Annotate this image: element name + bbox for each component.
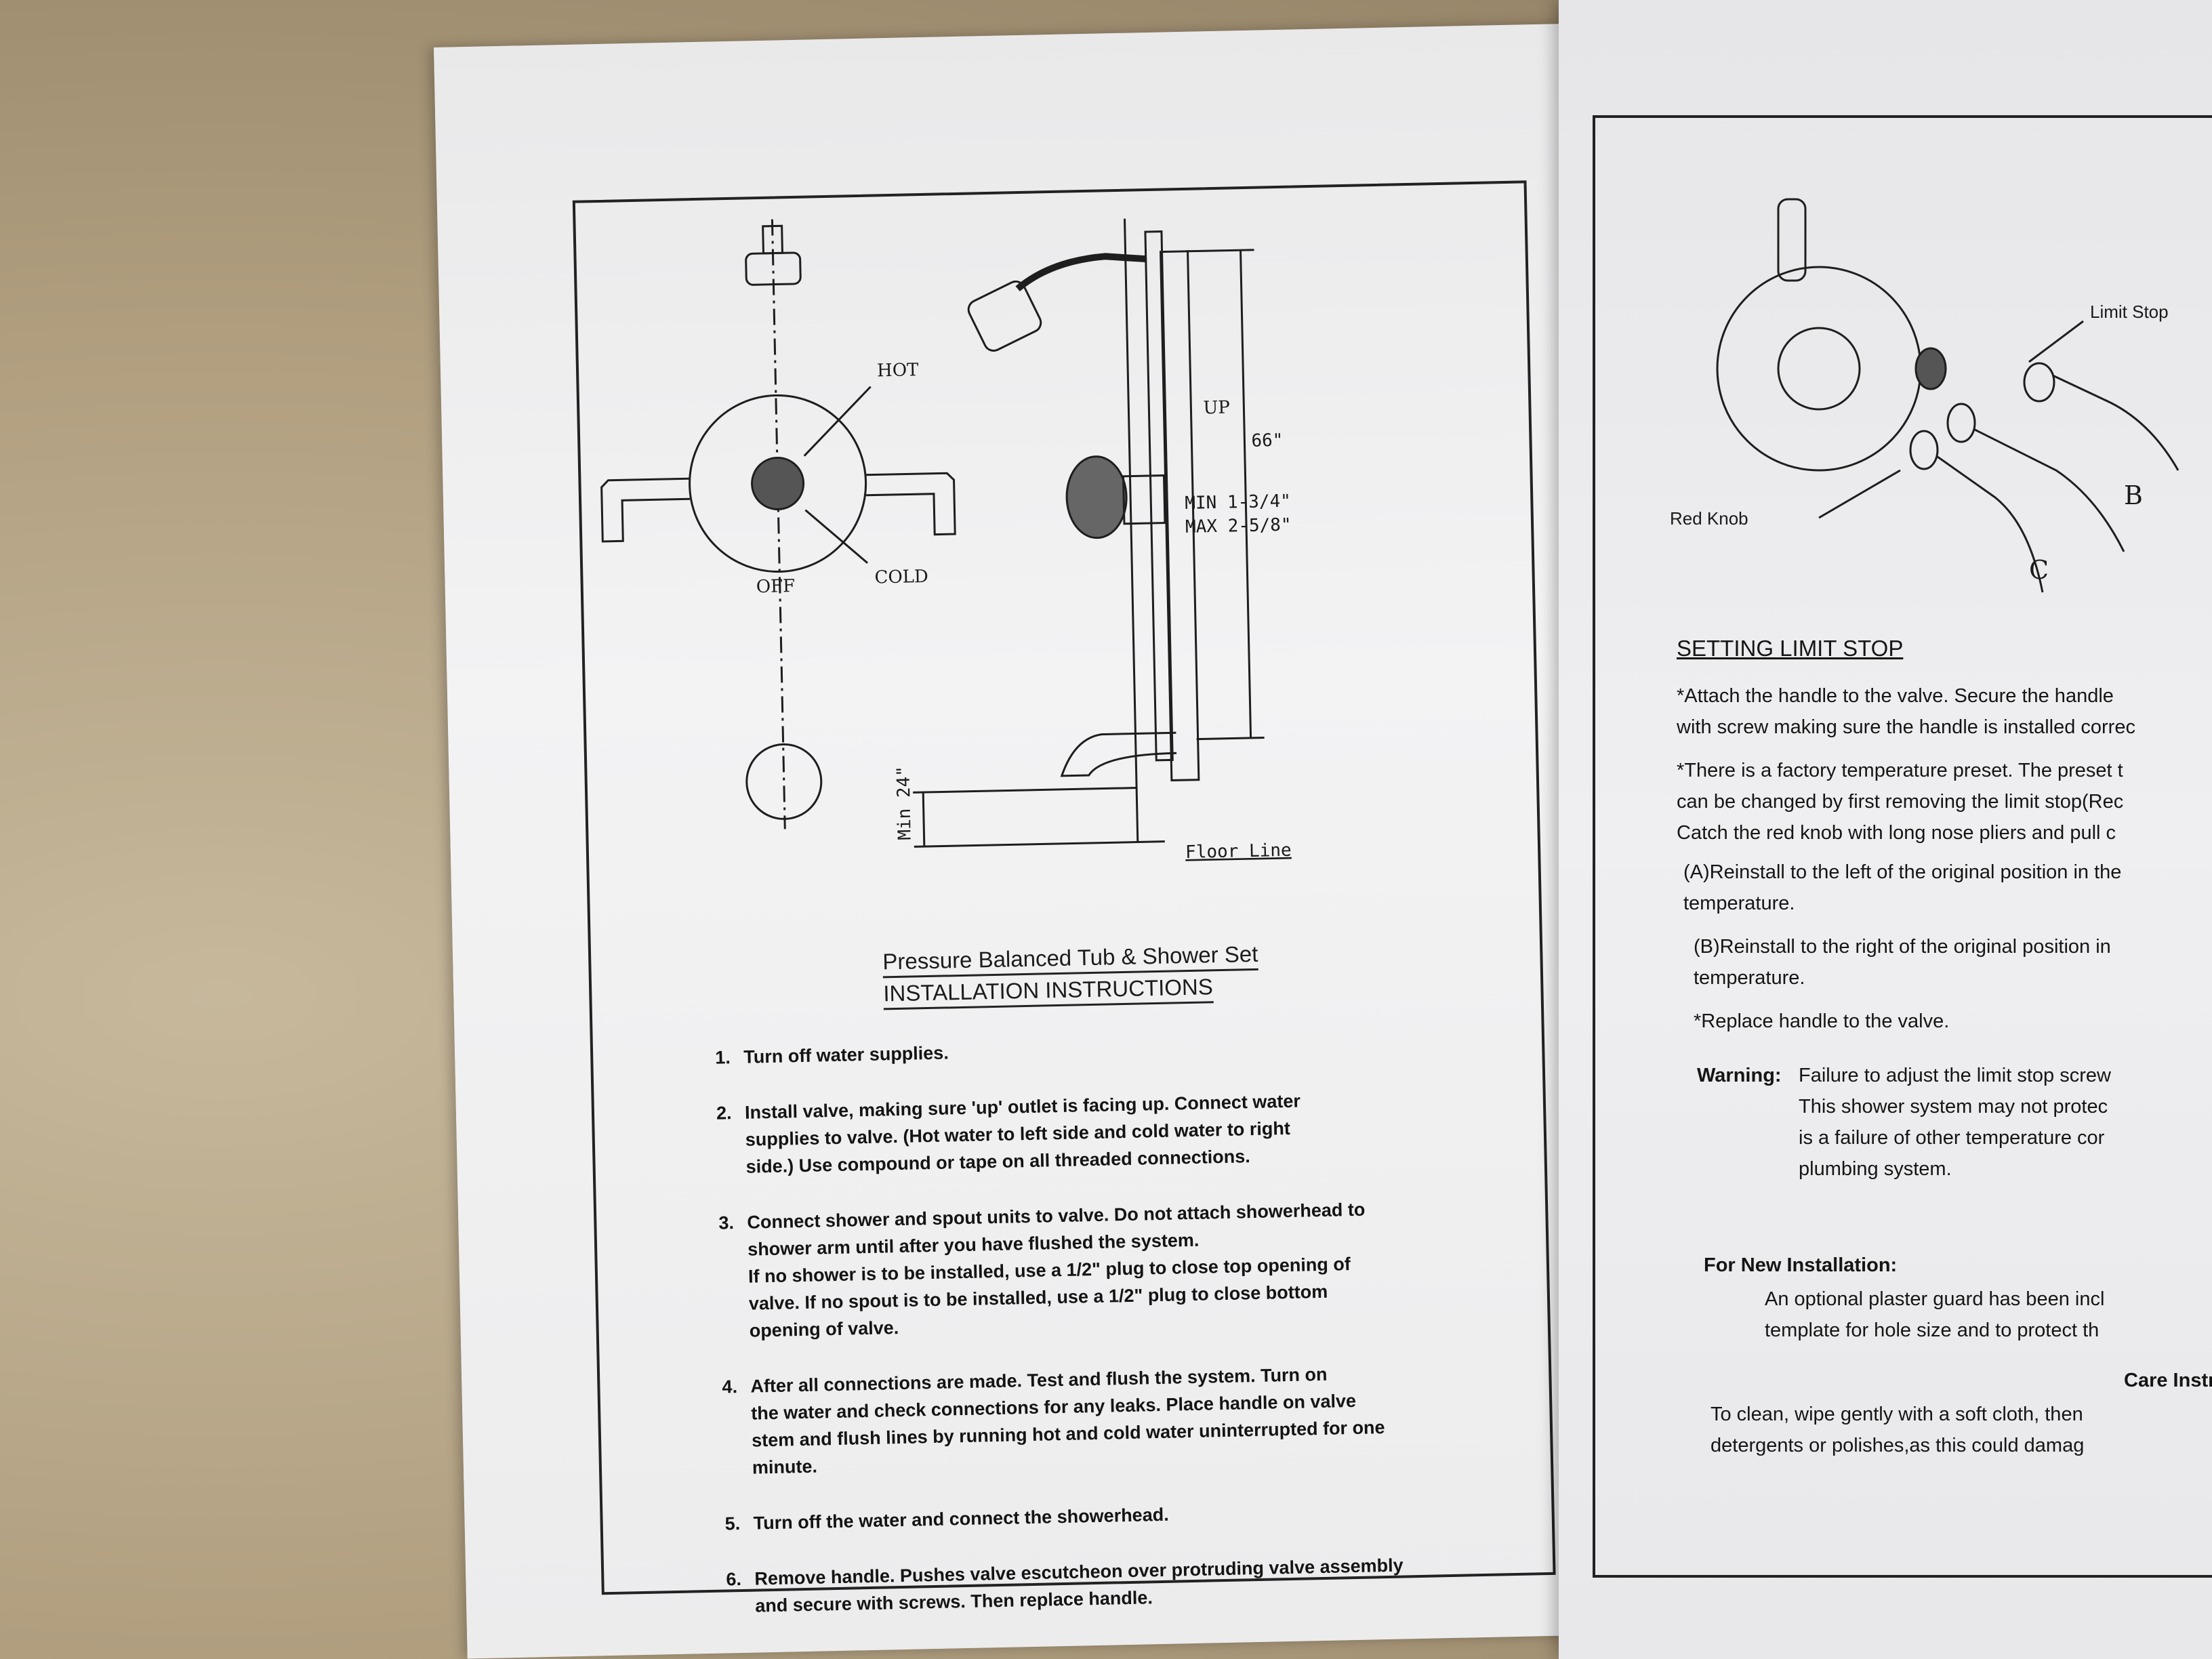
min24-dimension xyxy=(922,792,926,847)
limit-stop-label: Limit Stop xyxy=(2090,302,2169,322)
para-replace-handle: *Replace handle to the valve. xyxy=(1694,1010,1950,1032)
pliers-b-label: B xyxy=(2124,480,2143,510)
pliers-b-lower xyxy=(1974,428,2125,552)
height-label: 66" xyxy=(1251,430,1284,451)
step-item: 6. Remove handle. Pushes valve escutcheo… xyxy=(726,1549,1540,1620)
hot-label: HOT xyxy=(877,360,920,381)
care-heading: Care Instruc xyxy=(2124,1370,2212,1391)
pliers-c xyxy=(1937,455,2044,593)
showerhead-side xyxy=(967,280,1042,352)
off-label: OFF xyxy=(756,576,795,597)
step-text: Connect shower and spout units to valve.… xyxy=(747,1199,1366,1341)
riser-pipe xyxy=(1160,250,1200,781)
step-text: Remove handle. Pushes valve escutcheon o… xyxy=(754,1555,1404,1616)
limit-stop-leader xyxy=(2028,320,2084,363)
step-text: After all connections are made. Test and… xyxy=(750,1364,1385,1478)
min-depth-label: MIN 1-3/4" xyxy=(1185,491,1291,514)
step-text: Turn off water supplies. xyxy=(743,1042,949,1067)
new-install-text: An optional plaster guard has been incl … xyxy=(1765,1288,2105,1341)
cold-label: COLD xyxy=(874,567,928,588)
centerline xyxy=(771,219,786,830)
up-label: UP xyxy=(1203,398,1230,419)
spout-front xyxy=(745,743,823,820)
title-block: Pressure Balanced Tub & Shower Set INSTA… xyxy=(882,937,1494,1013)
para-option-b: (B)Reinstall to the right of the origina… xyxy=(1694,936,2111,989)
installation-diagram: HOT OFF COLD UP 66" MIN 1-3/4" MAX 2-5/8… xyxy=(600,218,1292,863)
valve-outlet xyxy=(1777,198,1807,282)
limit-stop-ring xyxy=(2023,362,2055,403)
shower-arm xyxy=(1015,253,1147,291)
limit-stop-heading: SETTING LIMIT STOP xyxy=(1677,636,1904,661)
supply-riser xyxy=(1144,230,1174,762)
valve-escutcheon xyxy=(1716,266,1922,472)
pipe-right xyxy=(865,472,956,536)
step-number: 1. xyxy=(714,1047,731,1068)
step-number: 6. xyxy=(726,1568,742,1590)
hot-arrow xyxy=(803,386,872,457)
document-subtitle: INSTALLATION INSTRUCTIONS xyxy=(882,974,1214,1010)
cold-arrow xyxy=(804,509,869,564)
step-text: Install valve, making sure 'up' outlet i… xyxy=(744,1090,1301,1177)
pliers-b xyxy=(2052,374,2179,471)
warning-label: Warning: xyxy=(1697,1065,1782,1086)
para-factory-preset: *There is a factory temperature preset. … xyxy=(1677,760,2124,844)
step-number: 5. xyxy=(724,1513,741,1534)
limit-stop-frame: Limit Stop Red Knob B C SETTING LIMIT ST… xyxy=(1593,115,2212,1578)
min24-label: Min 24" xyxy=(893,766,915,840)
steps-list: 1. Turn off water supplies. 2. Install v… xyxy=(715,1027,1540,1649)
wall-line xyxy=(1124,218,1139,842)
valve-stem xyxy=(1914,347,1947,390)
step-item: 4. After all connections are made. Test … xyxy=(722,1356,1537,1481)
instruction-frame: HOT OFF COLD UP 66" MIN 1-3/4" MAX 2-5/8… xyxy=(572,180,1556,1616)
step-number: 2. xyxy=(716,1103,732,1124)
para-attach-handle: *Attach the handle to the valve. Secure … xyxy=(1677,685,2135,738)
red-knob xyxy=(1909,430,1939,470)
step-text: Turn off the water and connect the showe… xyxy=(753,1504,1169,1534)
step-item: 3. Connect shower and spout units to val… xyxy=(718,1192,1534,1345)
warning-text: Failure to adjust the limit stop screw T… xyxy=(1799,1065,2111,1180)
handle-side xyxy=(1065,455,1128,539)
instruction-sheet-left: HOT OFF COLD UP 66" MIN 1-3/4" MAX 2-5/8… xyxy=(434,22,1640,1659)
stop-ring-b xyxy=(1946,403,1976,443)
escutcheon-plate xyxy=(689,394,867,573)
floor-line-label: Floor Line xyxy=(1185,840,1292,863)
care-text: To clean, wipe gently with a soft cloth,… xyxy=(1711,1404,2085,1456)
step-item: 2. Install valve, making sure 'up' outle… xyxy=(716,1082,1531,1181)
pliers-c-label: C xyxy=(2029,555,2049,585)
max-depth-label: MAX 2-5/8" xyxy=(1185,515,1292,537)
instruction-sheet-right: Limit Stop Red Knob B C SETTING LIMIT ST… xyxy=(1559,0,2212,1659)
tub-spout xyxy=(1060,731,1177,777)
new-install-heading: For New Installation: xyxy=(1704,1254,1898,1276)
red-knob-label: Red Knob xyxy=(1670,508,1748,529)
tub-rim xyxy=(913,787,1137,794)
step-number: 3. xyxy=(718,1212,735,1233)
floor-line xyxy=(914,840,1165,848)
showerhead-stem xyxy=(762,224,783,255)
pipe-left xyxy=(600,477,691,543)
step-item: 5. Turn off the water and connect the sh… xyxy=(724,1493,1538,1537)
para-option-a: (A)Reinstall to the left of the original… xyxy=(1683,861,2122,914)
red-knob-leader xyxy=(1818,469,1901,519)
limit-stop-diagram: Limit Stop Red Knob B C xyxy=(1670,198,2179,593)
valve-body xyxy=(1122,474,1166,525)
step-number: 4. xyxy=(722,1376,738,1397)
step-item: 1. Turn off water supplies. xyxy=(715,1027,1529,1071)
valve-handle xyxy=(751,457,805,511)
